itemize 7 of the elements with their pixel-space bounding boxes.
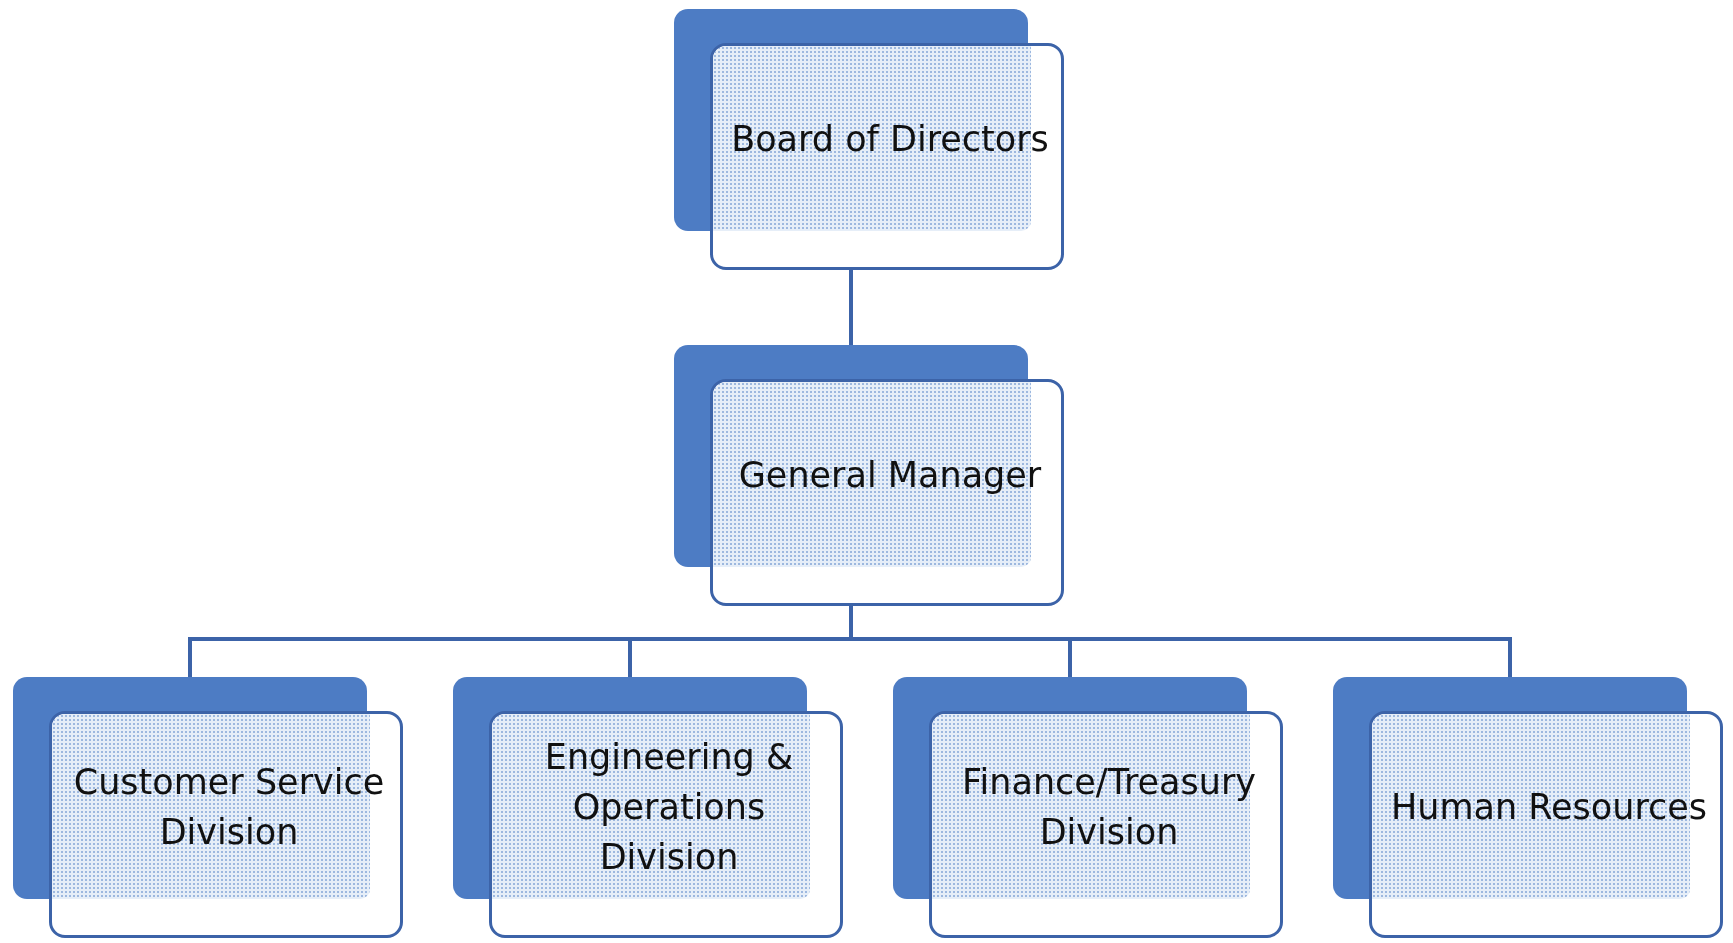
connector-line	[849, 270, 853, 345]
node-label: Customer Service Division	[72, 760, 386, 854]
node-label: Engineering & Operations Division	[543, 735, 795, 879]
node-label: Board of Directors	[731, 117, 1049, 161]
node-label: Finance/Treasury Division	[960, 760, 1258, 854]
node-label: Human Resources	[1390, 785, 1708, 829]
node-label: General Manager	[738, 453, 1042, 497]
